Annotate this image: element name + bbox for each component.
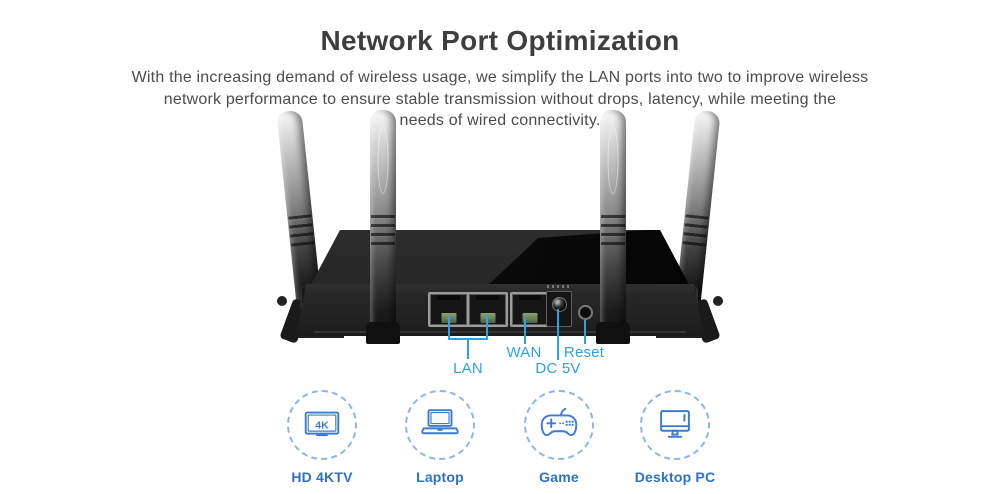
antenna-inner-right [600,110,626,338]
router-top-panel [308,230,692,290]
wan-port-group [510,292,550,327]
dc-power-jack [546,291,572,327]
desktop-icon [660,410,690,438]
reset-button [578,305,593,320]
subtitle-line-2: network performance to ensure stable tra… [163,90,837,108]
antenna-inner-left [370,110,396,338]
antenna-base-left [366,322,400,344]
tv-4k-icon: 4K [304,411,340,437]
dc-power-label: DC 5V [535,360,581,377]
dc-jack-hole [551,297,567,312]
antenna-pivot-left [277,296,287,306]
device-circle [524,390,594,460]
device-item-game: Game [504,390,614,485]
lan-port-group [428,292,508,327]
device-circle [640,390,710,460]
wan-callout-line [524,318,526,344]
page-title: Network Port Optimization [320,25,680,56]
subtitle-line-1: With the increasing demand of wireless u… [131,69,869,86]
gamepad-icon [540,407,578,437]
laptop-icon [421,409,459,435]
device-label: Desktop PC [634,469,716,485]
device-item-laptop: Laptop [385,390,495,485]
antenna-base-right [596,322,630,344]
wan-label: WAN [506,344,542,361]
reset-label: Reset [563,344,605,361]
lan-callout-line-1 [448,316,450,338]
antenna-pivot-right [713,296,723,306]
device-item-desktop: Desktop PC [620,390,730,485]
device-circle: 4K [287,390,357,460]
device-label: Game [539,469,579,485]
dc-polarity-mark [547,285,571,288]
device-label: Laptop [416,469,464,485]
glossy-reflection [483,230,692,290]
device-label: HD 4KTV [291,469,353,485]
reset-callout-line [584,320,586,344]
device-circle [405,390,475,460]
lan-label: LAN [453,360,483,377]
tv-screen-text: 4K [315,419,329,431]
lan-callout-line-2 [486,316,488,338]
dc-callout-line [557,309,559,360]
subtitle-line-3: needs of wired connectivity. [399,112,601,129]
lan-callout-stem [467,338,469,359]
lan-port-2 [469,294,506,325]
subtitle: With the increasing demand of wireless u… [0,67,1000,132]
wan-port [512,294,548,325]
device-item-tv: 4K HD 4KTV [267,390,377,485]
